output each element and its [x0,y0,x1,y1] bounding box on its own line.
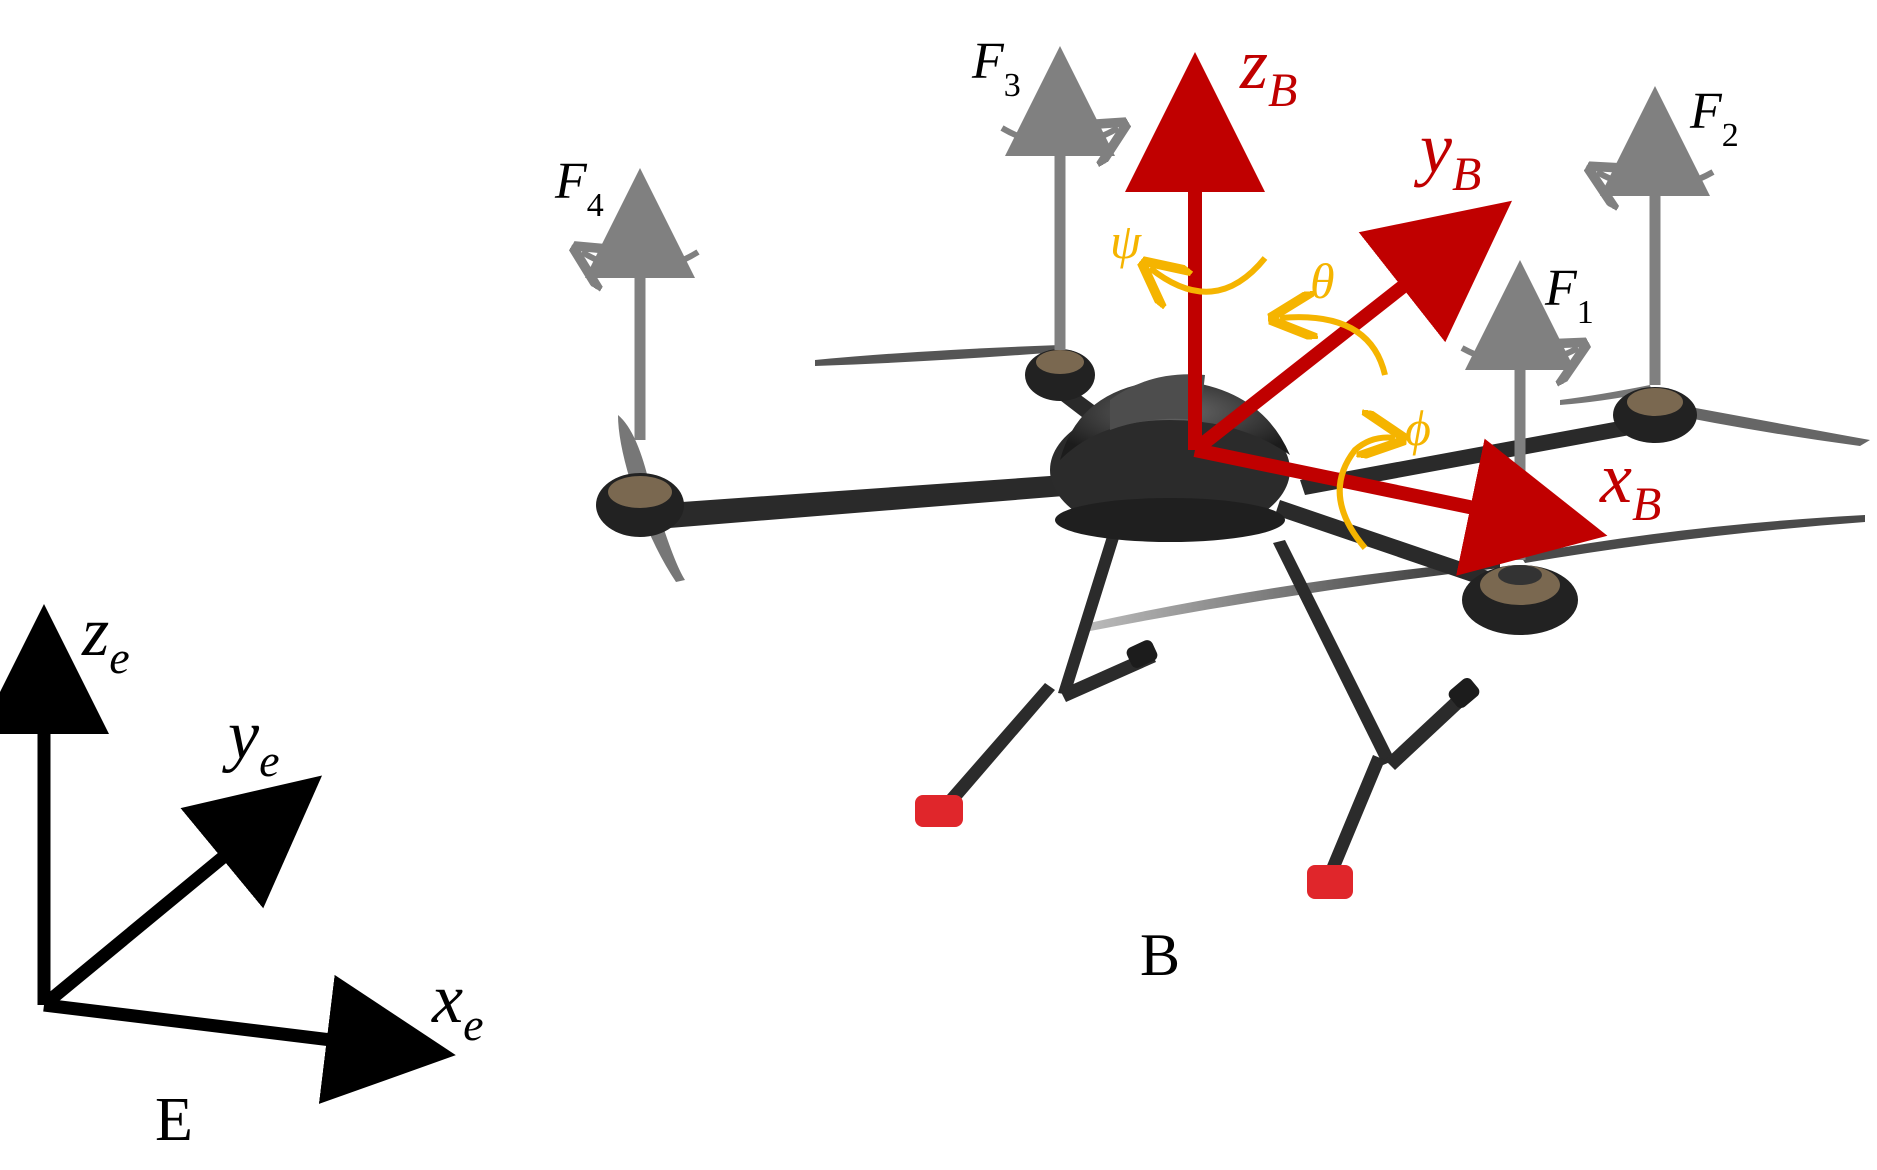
drone-hub [1050,374,1290,542]
label-f3: F3 [971,33,1021,104]
label-xb: xB [1599,438,1661,531]
motor-4 [596,473,684,537]
body-frame-axes: zB yB xB [1125,24,1661,576]
label-xe: xe [431,961,484,1050]
earth-x-axis [43,974,456,1104]
yaw-arrow [1150,258,1268,292]
motor-1 [1462,565,1578,635]
motor-2 [1613,387,1697,443]
label-yb: yB [1413,108,1481,201]
landing-cap-left [915,795,963,827]
drone-illustration [596,345,1870,899]
label-f4: F4 [554,153,604,224]
motor-3 [1025,349,1095,401]
drone-motors [596,349,1697,635]
earth-frame-axes: ze ye xe E [0,594,484,1154]
earth-frame-label: E [155,1086,193,1154]
thrust-f4: F4 [554,153,700,440]
landing-cap-right [1307,865,1353,899]
body-x-axis [1193,438,1608,576]
earth-y-axis [39,775,323,1011]
label-zb: zB [1239,24,1297,117]
label-phi: ϕ [1405,400,1431,456]
landing-gear [915,533,1480,899]
thrust-f2: F2 [1597,83,1739,385]
label-ye: ye [222,697,280,786]
body-y-axis [1190,200,1513,456]
thrust-vectors: F1 F2 F3 F4 [554,33,1739,560]
rotation-arrows: ψ θ ϕ [1110,213,1431,550]
label-ze: ze [81,594,130,683]
pitch-arrow [1280,317,1388,376]
label-f1: F1 [1544,260,1594,331]
body-frame-label: B [1140,922,1180,988]
thrust-f1: F1 [1460,260,1594,560]
roll-arrow [1336,438,1395,550]
thrust-f3: F3 [971,33,1118,350]
label-psi: ψ [1110,213,1142,269]
label-f2: F2 [1689,83,1739,154]
label-theta: θ [1310,253,1335,309]
